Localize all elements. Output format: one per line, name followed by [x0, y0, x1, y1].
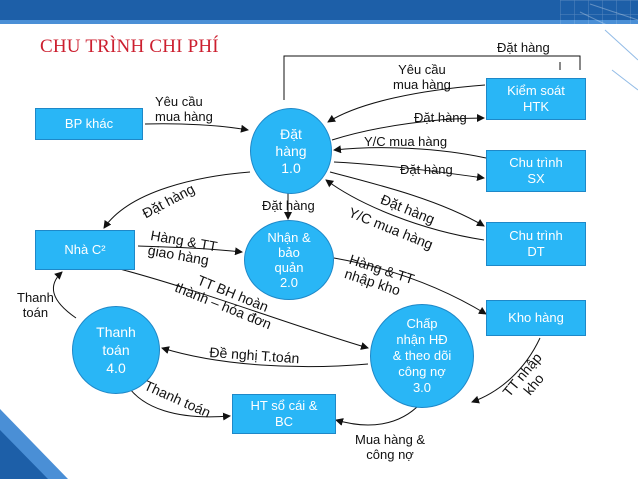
node-chu-trinh-dt: Chu trình DT: [486, 222, 586, 266]
node-dat-hang: Đặt hàng 1.0: [250, 108, 332, 194]
label-mua-hang-1: Mua hàng &: [355, 432, 426, 447]
node-dat-hang-line2: hàng: [275, 142, 307, 159]
arrow-chapnhan-thanhtoan: [161, 346, 369, 368]
label-dat-hang-top: Đặt hàng: [497, 40, 550, 55]
label-thanh-toan-left-2: toán: [22, 305, 49, 320]
arrow-htk-dathang: [327, 84, 486, 123]
node-nhan-bao-quan: Nhận & bảo quản 2.0: [244, 220, 334, 300]
page-title: CHU TRÌNH CHI PHÍ: [40, 36, 219, 57]
node-nha-cc-label: Nhà C²: [64, 242, 106, 257]
right-decor: [600, 24, 638, 104]
label-yeu-cau-top-2: mua hàng: [393, 77, 451, 92]
node-ht-so-cai: HT sổ cái & BC: [232, 394, 336, 434]
arrow-htk-nhan-loop: [283, 55, 581, 100]
node-nha-cc: Nhà C²: [35, 230, 135, 270]
node-dt-line1: Chu trình: [509, 228, 563, 243]
label-yeu-cau-left-2: mua hàng: [155, 109, 213, 124]
node-dt-line2: DT: [527, 244, 545, 259]
label-yc-mua-hang-sx: Y/C mua hàng: [364, 134, 448, 149]
node-nhan-line4: 2.0: [279, 275, 299, 290]
label-yeu-cau-top: Yêu cầu mua hàng: [393, 62, 451, 92]
node-thanh-toan-line3: 4.0: [106, 360, 126, 376]
node-chap-nhan-line5: 3.0: [412, 380, 432, 395]
node-dat-hang-line3: 1.0: [281, 159, 301, 176]
arrow-thanhtoan-nhacc: [53, 271, 77, 319]
node-chap-nhan-line2: nhận HĐ: [396, 332, 448, 347]
label-yeu-cau-top-1: Yêu cầu: [398, 62, 446, 77]
node-chap-nhan-line4: công nợ: [398, 364, 446, 379]
bottom-left-decor: [0, 409, 68, 479]
node-kiem-soat-line1: Kiểm soát: [507, 83, 565, 98]
arrow-dathang-sx: [333, 161, 485, 182]
node-kho-hang-label: Kho hàng: [508, 310, 564, 325]
node-chap-nhan: Chấp nhận HĐ & theo dõi công nợ 3.0: [370, 304, 474, 408]
node-ht-so-cai-line2: BC: [274, 414, 294, 429]
node-nhan-line1: Nhận &: [267, 230, 311, 245]
node-nhan-line2: bảo: [278, 245, 300, 260]
node-chap-nhan-line3: & theo dõi: [392, 348, 452, 363]
label-yeu-cau-left-1: Yêu cầu: [155, 94, 203, 109]
label-thanh-toan-left-1: Thanh: [17, 290, 54, 305]
label-dat-hang-down: Đặt hàng: [262, 198, 315, 213]
node-chu-trinh-sx: Chu trình SX: [486, 150, 586, 192]
node-bp-khac-label: BP khác: [64, 116, 114, 131]
header-banner: [0, 0, 638, 41]
arrow-dathang-nhacc: [103, 171, 251, 229]
arrow-dt-dathang: [325, 179, 485, 241]
label-mua-hang-2: công nợ: [366, 447, 414, 462]
label-dat-hang-htk: Đặt hàng: [414, 110, 467, 125]
label-thanh-toan-left: Thanh toán: [17, 290, 54, 320]
arrow-nhan-kho: [333, 257, 487, 315]
node-thanh-toan: Thanh toán 4.0: [72, 306, 160, 394]
node-kho-hang: Kho hàng: [486, 300, 586, 336]
node-bp-khac: BP khác: [35, 108, 143, 140]
node-sx-line2: SX: [527, 171, 545, 186]
node-ht-so-cai-line1: HT sổ cái &: [250, 398, 318, 413]
arrow-sx-dathang: [333, 145, 487, 159]
arrow-kho-chapnhan: [471, 337, 541, 404]
node-thanh-toan-line1: Thanh: [96, 324, 136, 340]
label-yeu-cau-left: Yêu cầu mua hàng: [155, 94, 213, 124]
node-kiem-soat-htk: Kiểm soát HTK: [486, 78, 586, 120]
node-thanh-toan-line2: toán: [102, 342, 130, 358]
node-chap-nhan-line1: Chấp: [406, 316, 438, 331]
arrow-nhacc-chapnhan: [115, 267, 369, 350]
arrow-nhacc-nhan: [137, 245, 243, 256]
arrow-bpkhac-dathang: [144, 123, 249, 133]
node-dat-hang-line1: Đặt: [280, 125, 302, 142]
label-mua-hang-cong-no: Mua hàng & công nợ: [355, 432, 425, 462]
label-dat-hang-sx: Đặt hàng: [400, 162, 453, 177]
arrow-dathang-htk: [331, 114, 485, 141]
arrow-dathang-dt: [329, 171, 485, 227]
node-nhan-line3: quản: [274, 260, 304, 275]
arrow-chapnhan-htsocai: [335, 403, 421, 426]
node-sx-line1: Chu trình: [509, 155, 563, 170]
node-kiem-soat-line2: HTK: [523, 99, 549, 114]
